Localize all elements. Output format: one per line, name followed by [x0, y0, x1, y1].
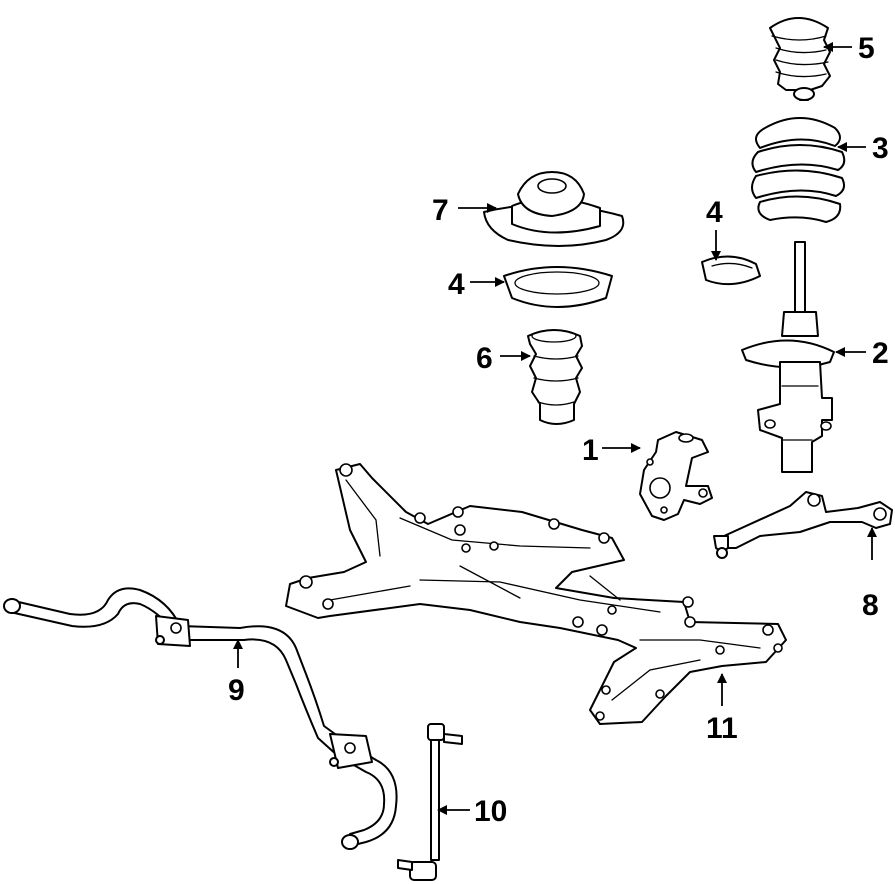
callout-4: 4: [448, 268, 465, 301]
callout-8: 8: [862, 589, 879, 622]
callout-10: 10: [474, 795, 507, 828]
callout-4: 4: [706, 196, 723, 229]
callout-1: 1: [582, 434, 599, 467]
callout-5: 5: [858, 32, 875, 65]
callout-6: 6: [476, 342, 493, 375]
bump-stop-part[interactable]: [527, 329, 583, 425]
callout-3: 3: [872, 132, 889, 165]
callout-2: 2: [872, 337, 889, 370]
spring-isolator-part[interactable]: [701, 255, 761, 286]
steering-knuckle-part[interactable]: [639, 431, 713, 521]
upper-mount-part[interactable]: [483, 171, 625, 247]
subframe-part[interactable]: [285, 463, 787, 725]
callout-11: 11: [706, 712, 738, 745]
stabilizer-bar-part[interactable]: [3, 587, 398, 850]
spring-seat-part[interactable]: [503, 266, 613, 308]
stabilizer-link-part[interactable]: [397, 723, 463, 881]
coil-spring-part[interactable]: [751, 117, 846, 223]
lower-control-arm-part[interactable]: [713, 491, 893, 559]
strut-assembly-part[interactable]: [741, 241, 835, 473]
callout-7: 7: [432, 194, 449, 227]
dust-boot-part[interactable]: [769, 17, 831, 101]
callout-9: 9: [228, 674, 245, 707]
